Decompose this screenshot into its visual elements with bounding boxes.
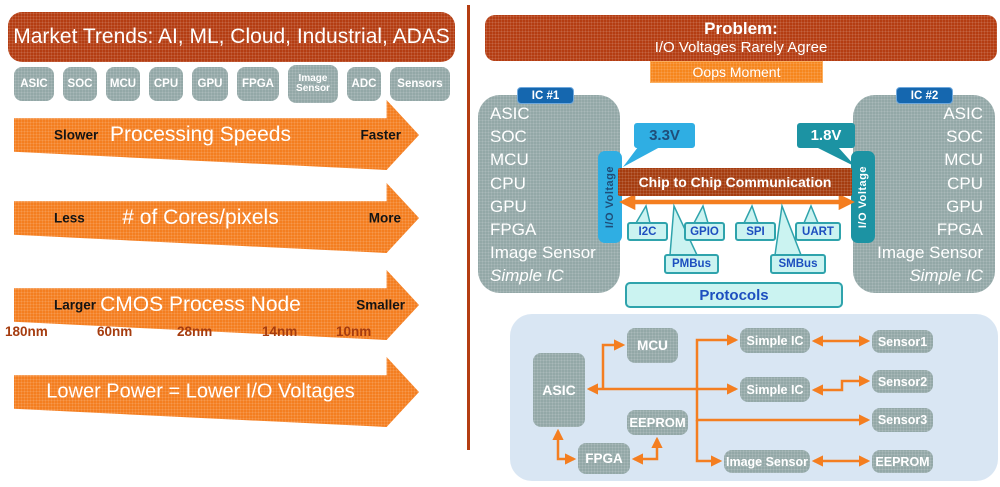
arrow2-center-label: # of Cores/pixels — [122, 206, 279, 229]
arrow2-right-label: More — [368, 210, 401, 226]
market-trends-banner: Market Trends: AI, ML, Cloud, Industrial… — [8, 12, 455, 62]
protocol-smbus: SMBus — [770, 254, 826, 274]
market-trends-title: Market Trends: AI, ML, Cloud, Industrial… — [13, 25, 450, 48]
node-60nm: 60nm — [97, 324, 133, 339]
net-simple-ic-2: Simple IC — [740, 377, 810, 402]
problem-subtitle: I/O Voltages Rarely Agree — [654, 39, 828, 56]
protocol-uart: UART — [795, 222, 841, 241]
problem-banner: Problem: I/O Voltages Rarely Agree — [485, 15, 997, 61]
ic2-box: ASIC SOC MCU CPU GPU FPGA Image Sensor S… — [853, 95, 995, 293]
ic1-badge: IC #1 — [517, 87, 574, 104]
arrow4-center-label: Lower Power = Lower I/O Voltages — [46, 380, 355, 403]
chip-fpga: FPGA — [237, 67, 279, 101]
chip-soc: SOC — [63, 67, 97, 101]
node-14nm: 14nm — [262, 324, 298, 339]
net-mcu: MCU — [627, 328, 678, 363]
net-eeprom-top: EEPROM — [627, 410, 688, 435]
chip-gpu: GPU — [192, 67, 228, 101]
net-fpga: FPGA — [578, 443, 630, 474]
ic1-io-voltage-bar: I/O Voltage — [598, 151, 622, 243]
protocol-pmbus: PMBus — [664, 254, 719, 274]
arrow-cores-pixels: Less # of Cores/pixels More — [14, 183, 419, 253]
chip-asic: ASIC — [14, 67, 54, 101]
callout-tail-1v8 — [816, 147, 856, 167]
oops-moment-badge: Oops Moment — [650, 61, 823, 83]
chip-sensors: Sensors — [390, 67, 450, 101]
ic2-badge: IC #2 — [896, 87, 953, 104]
voltage-callout-1v8: 1.8V — [797, 123, 855, 148]
arrow-processing-speeds: Slower Processing Speeds Faster — [14, 100, 419, 170]
callout-tail-3v3 — [623, 147, 660, 167]
node-10nm: 10nm — [336, 324, 372, 339]
ic1-item-list: ASIC SOC MCU CPU GPU FPGA Image Sensor S… — [490, 104, 596, 286]
chip-mcu: MCU — [106, 67, 140, 101]
arrow3-right-label: Smaller — [356, 297, 405, 313]
net-sensor1: Sensor1 — [872, 330, 933, 353]
arrow3-center-label: CMOS Process Node — [100, 293, 301, 316]
chip-cpu: CPU — [149, 67, 183, 101]
net-asic: ASIC — [533, 353, 585, 427]
voltage-callout-3v3: 3.3V — [634, 123, 695, 148]
arrow1-left-label: Slower — [54, 127, 99, 143]
ic1-box: ASIC SOC MCU CPU GPU FPGA Image Sensor S… — [478, 95, 620, 293]
arrow3-left-label: Larger — [54, 297, 97, 313]
net-image-sensor: Image Sensor — [724, 450, 810, 473]
net-simple-ic-1: Simple IC — [740, 328, 810, 353]
arrow-lower-power: Lower Power = Lower I/O Voltages — [14, 357, 419, 427]
arrow1-center-label: Processing Speeds — [110, 123, 291, 146]
node-28nm: 28nm — [177, 324, 213, 339]
market-chip-row: ASIC SOC MCU CPU GPU FPGA Image Sensor A… — [14, 63, 454, 105]
ic2-io-voltage-bar: I/O Voltage — [851, 151, 875, 243]
node-180nm: 180nm — [5, 324, 48, 339]
chip-image-sensor: Image Sensor — [288, 65, 338, 103]
protocol-i2c: I2C — [627, 222, 668, 241]
net-sensor3: Sensor3 — [872, 408, 933, 432]
chip-to-chip-bar: Chip to Chip Communication — [618, 168, 852, 196]
net-sensor2: Sensor2 — [872, 370, 933, 393]
arrow1-right-label: Faster — [360, 127, 401, 143]
problem-title: Problem: — [704, 19, 778, 38]
ic2-item-list: ASIC SOC MCU CPU GPU FPGA Image Sensor S… — [877, 104, 983, 286]
arrow2-left-label: Less — [54, 210, 85, 226]
protocols-box: Protocols — [625, 282, 843, 308]
net-eeprom-right: EEPROM — [872, 450, 933, 473]
column-divider — [467, 5, 470, 450]
protocol-gpio: GPIO — [684, 222, 725, 241]
protocol-spi: SPI — [735, 222, 776, 241]
chip-adc: ADC — [347, 67, 381, 101]
